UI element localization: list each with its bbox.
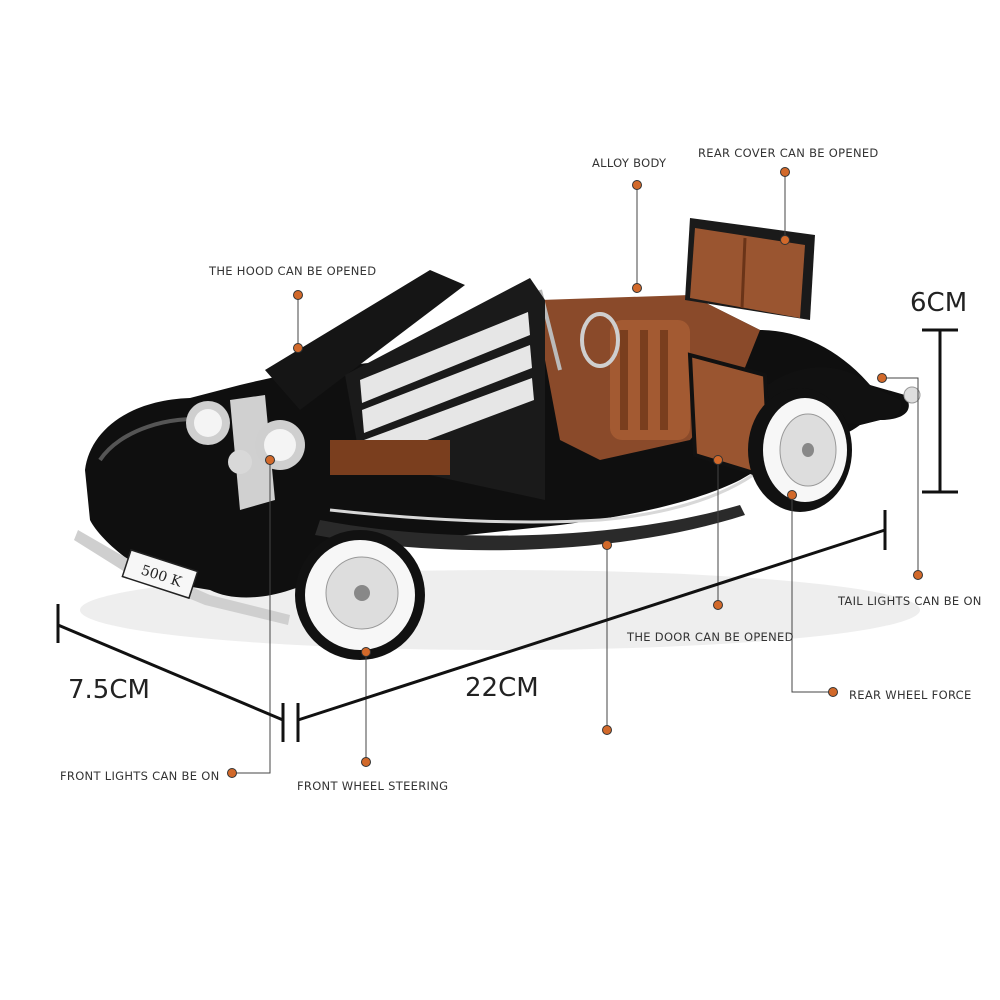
dim-width: 7.5CM	[68, 675, 150, 705]
front-bumper	[74, 530, 290, 625]
dim-height: 6CM	[910, 288, 968, 318]
label-front-wheel: FRONT WHEEL STEERING	[297, 779, 449, 793]
dot-rear-wheel	[787, 490, 797, 500]
label-rear-wheel: REAR WHEEL FORCE	[849, 688, 972, 702]
dot-door-end	[713, 600, 723, 610]
dot-rear-wheel-end	[828, 687, 838, 697]
headlight-left	[186, 401, 230, 445]
dot-hood-end	[293, 343, 303, 353]
dot-front-wheel-end	[361, 757, 371, 767]
dot-body-end	[602, 725, 612, 735]
dot-alloy-body	[632, 180, 642, 190]
dot-tail-light	[877, 373, 887, 383]
dot-hood	[293, 290, 303, 300]
dot-alloy-body-end	[632, 283, 642, 293]
chrome-strip	[329, 468, 761, 524]
engine	[330, 440, 450, 475]
hood-vent-2	[362, 345, 532, 433]
dot-rear-cover	[780, 167, 790, 177]
hood-vent-1	[360, 312, 530, 403]
dot-door	[713, 455, 723, 465]
dot-tail-light-end	[913, 570, 923, 580]
dot-body	[602, 540, 612, 550]
license-plate	[121, 548, 199, 600]
fog-light	[228, 450, 252, 474]
hood-left	[265, 270, 465, 410]
dot-rear-cover-end	[780, 235, 790, 245]
front-seat	[610, 320, 690, 440]
rear-seat	[690, 228, 805, 318]
running-board	[315, 505, 745, 551]
label-front-lights: FRONT LIGHTS CAN BE ON	[60, 769, 220, 783]
steering-wheel	[580, 312, 620, 368]
dot-front-lights	[265, 455, 275, 465]
radiator-grille	[230, 395, 275, 510]
tail-light	[903, 386, 921, 404]
dim-length: 22CM	[465, 673, 539, 703]
dot-front-lights-end	[227, 768, 237, 778]
length-dim-line	[297, 528, 886, 722]
label-tail-lights: TAIL LIGHTS CAN BE ON	[838, 594, 982, 608]
headlight-right	[255, 420, 305, 470]
label-door: THE DOOR CAN BE OPENED	[627, 630, 794, 644]
label-rear-cover: REAR COVER CAN BE OPENED	[698, 146, 879, 160]
dot-front-wheel	[361, 647, 371, 657]
label-hood: THE HOOD CAN BE OPENED	[209, 264, 377, 278]
rear-wheel	[748, 388, 852, 512]
front-wheel	[295, 530, 425, 660]
label-alloy-body: ALLOY BODY	[592, 156, 667, 170]
width-dim-line	[57, 623, 284, 722]
